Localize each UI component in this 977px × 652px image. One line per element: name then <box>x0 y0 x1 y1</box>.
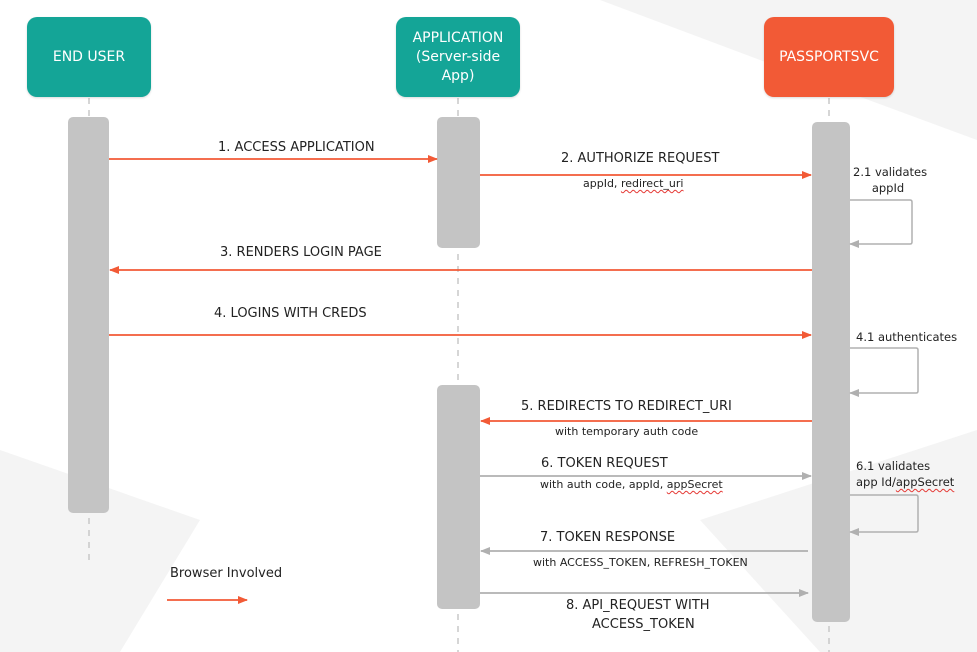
actor-application: APPLICATION (Server-side App) <box>396 17 520 97</box>
self-call-2-1-line2: appId <box>871 181 905 195</box>
message-7-params: with ACCESS_TOKEN, REFRESH_TOKEN <box>533 556 748 569</box>
activation-bar-application-1 <box>437 117 480 248</box>
message-7-label: 7. TOKEN RESPONSE <box>540 530 676 545</box>
self-call-4-1-loop <box>849 347 919 397</box>
message-6-params-plain: with auth code, appId, <box>540 478 667 491</box>
message-2-params-plain: appId, <box>583 177 621 190</box>
message-5-params: with temporary auth code <box>555 425 699 438</box>
self-call-6-1-line2: app Id/appSecret <box>856 474 954 490</box>
activation-bar-application-2 <box>437 385 480 609</box>
self-call-6-1-label: 6.1 validates app Id/appSecret <box>856 458 954 490</box>
actor-passportsvc-label: PASSPORTSVC <box>779 48 879 65</box>
message-4-label: 4. LOGINS WITH CREDS <box>214 306 367 321</box>
message-2-label: 2. AUTHORIZE REQUEST <box>561 151 720 166</box>
self-call-6-1-line2-underlined: appSecret <box>895 475 955 489</box>
self-call-2-1-line1: 2.1 validates <box>853 165 928 179</box>
self-call-2-1-loop <box>849 199 913 248</box>
actor-end-user-label: END USER <box>52 48 126 65</box>
message-1-label: 1. ACCESS APPLICATION <box>218 140 375 155</box>
message-5-label: 5. REDIRECTS TO REDIRECT_URI <box>521 399 732 414</box>
self-call-6-1-line1: 6.1 validates <box>856 459 931 473</box>
actor-passportsvc: PASSPORTSVC <box>764 17 894 97</box>
message-3-label: 3. RENDERS LOGIN PAGE <box>220 245 382 260</box>
self-call-6-1-line2-plain: app Id/ <box>856 475 896 489</box>
self-call-2-1-label: 2.1 validates appId <box>853 164 928 196</box>
actor-application-label: APPLICATION (Server-side App) <box>412 29 504 84</box>
message-2-params: appId, redirect_uri <box>583 177 683 190</box>
message-6-params-underlined: appSecret <box>666 478 723 491</box>
message-6-params: with auth code, appId, appSecret <box>540 478 723 491</box>
message-6-label: 6. TOKEN REQUEST <box>541 456 668 471</box>
actor-end-user: END USER <box>27 17 151 97</box>
activation-bar-passportsvc <box>812 122 850 622</box>
activation-bar-end-user <box>68 117 109 513</box>
self-call-6-1-loop <box>849 494 919 536</box>
message-8-label-line1: 8. API_REQUEST WITH <box>566 598 710 613</box>
message-8-label-line2: ACCESS_TOKEN <box>592 617 695 632</box>
message-2-params-underlined: redirect_uri <box>620 177 684 190</box>
self-call-4-1-label: 4.1 authenticates <box>856 330 958 344</box>
legend-label: Browser Involved <box>170 566 283 581</box>
